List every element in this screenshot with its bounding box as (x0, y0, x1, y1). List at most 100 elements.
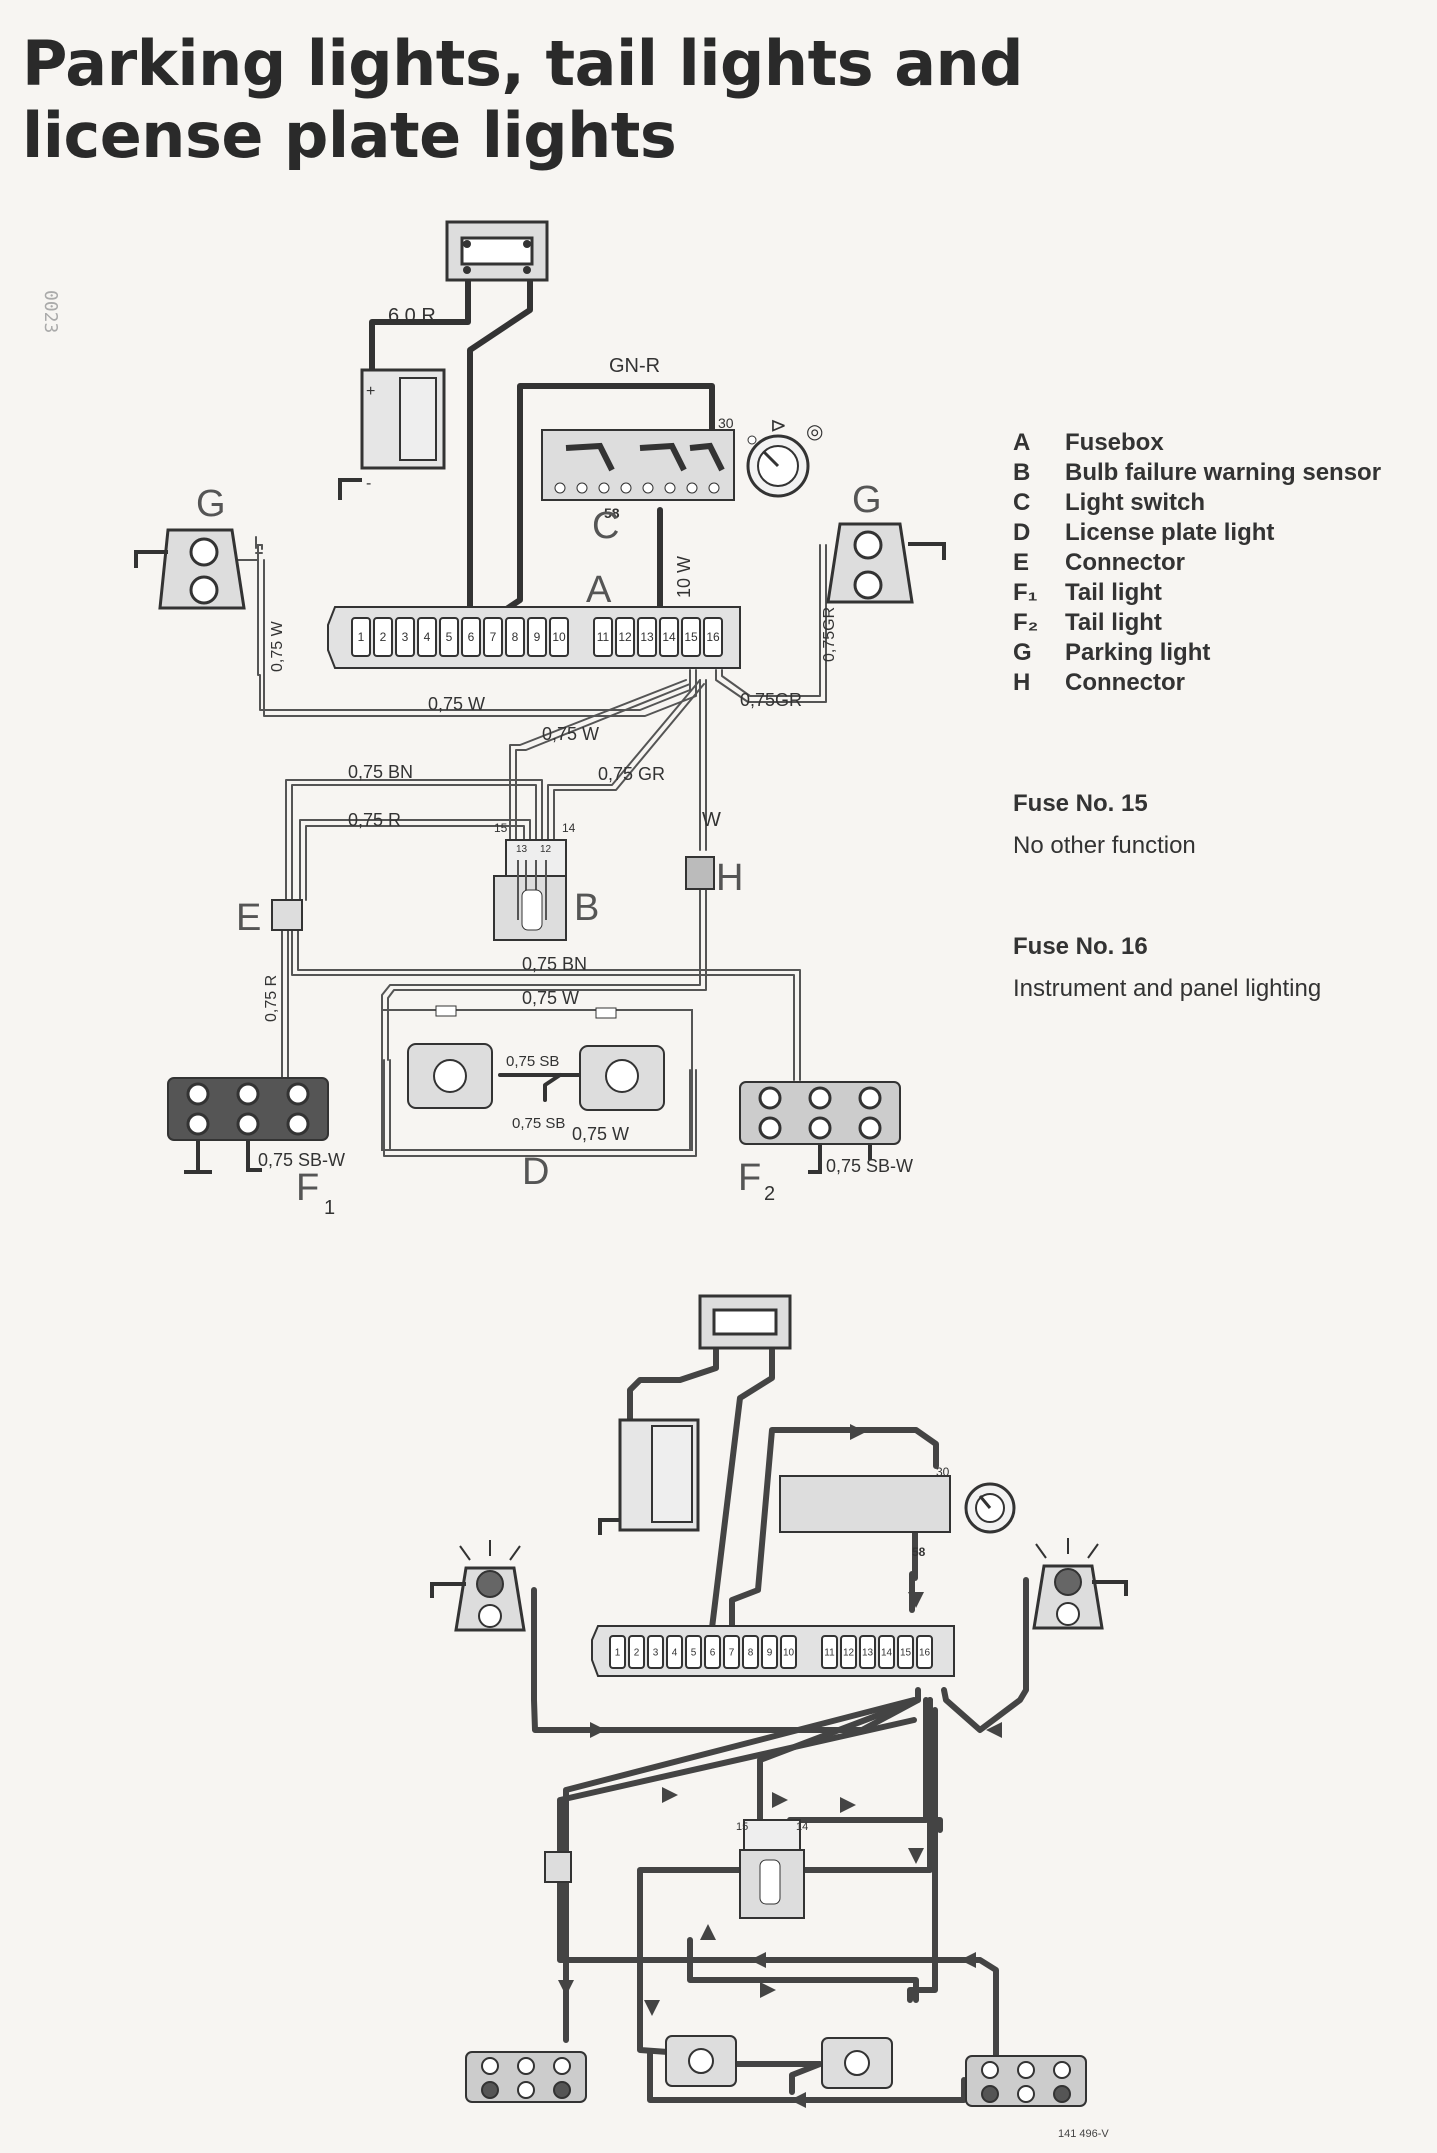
fuse-number: 2 (380, 630, 387, 644)
wire-label: 0,75 BN (522, 954, 587, 974)
parking-light-bottom-right (1032, 1538, 1128, 1630)
pin-label: 12 (540, 844, 552, 855)
fuse-slot (647, 1635, 664, 1669)
fuse-number: 1 (615, 1647, 621, 1658)
fuse-slot (609, 1635, 626, 1669)
legend-label: Fusebox (1065, 429, 1164, 456)
fuse-slot (417, 617, 437, 657)
pin-label: 30 (718, 415, 734, 431)
component-letter: F (738, 1157, 761, 1199)
fuse-slot (703, 617, 723, 657)
relay-bottom (698, 1294, 792, 1350)
fuse-slot (704, 1635, 721, 1669)
fuse-number: 5 (446, 630, 453, 644)
battery-bottom (598, 1418, 700, 1535)
fuse-slot (681, 617, 701, 657)
fuse-slot (840, 1635, 857, 1669)
fuse-slot (461, 617, 481, 657)
fuse15-text: No other function (1013, 832, 1196, 859)
wire-label: 0,75 R (348, 810, 401, 830)
svg-text:⊳: ⊳ (770, 415, 787, 437)
legend-key: E (1013, 549, 1030, 576)
wire-label: 0,75 SB (512, 1115, 565, 1132)
parking-light-bottom-left (430, 1540, 526, 1632)
legend-key: F₁ (1013, 579, 1038, 606)
pin-label: 15 (736, 1821, 748, 1833)
current-path-wires (531, 1347, 1029, 2103)
legend-label: License plate light (1065, 519, 1275, 546)
legend-label: Light switch (1065, 489, 1205, 516)
wire-label: 0,75 SB-W (826, 1156, 913, 1176)
fuse-number: 14 (881, 1647, 893, 1658)
wire-label: 0,75 W (542, 724, 599, 744)
fuse-number: 3 (653, 1647, 659, 1658)
tail-light-bottom-left (465, 2051, 587, 2103)
wire-075w-b (509, 679, 687, 851)
component-subscript: 2 (764, 1183, 775, 1205)
legend-key: F₂ (1013, 609, 1039, 636)
wire-label: 0,75 W (572, 1124, 629, 1144)
fuse-number: 15 (900, 1647, 912, 1658)
wire-075w-left (257, 559, 691, 711)
fuse-number: 8 (512, 630, 519, 644)
fuse-number: 9 (534, 630, 541, 644)
bulb-failure-sensor-b (493, 839, 567, 941)
component-letter: C (592, 505, 619, 547)
wire-label: 0,75 GR (598, 764, 665, 784)
wire-label: 6,0 R (388, 305, 436, 327)
wire-075bn (291, 784, 537, 901)
fuse-number: 10 (783, 1647, 795, 1658)
fuse16-text: Instrument and panel lighting (1013, 975, 1322, 1002)
fuse-slot (821, 1635, 838, 1669)
pin-label: 13 (516, 844, 528, 855)
svg-text:+: + (366, 383, 375, 400)
legend-key: G (1013, 639, 1032, 666)
fuse-slot (878, 1635, 895, 1669)
fuse16-heading: Fuse No. 16 (1013, 933, 1148, 960)
fuse-number: 14 (662, 630, 676, 644)
fuse-slot (659, 617, 679, 657)
wire-label: 0,75 BN (348, 762, 413, 782)
fuse-number: 13 (640, 630, 654, 644)
connector-e (271, 899, 303, 931)
fuse-slot (373, 617, 393, 657)
wire-label: 0,75 W (269, 620, 286, 672)
fuse-slot (637, 617, 657, 657)
legend-item: F₂ Tail light (1013, 608, 1381, 638)
wire-075gr-right (721, 544, 821, 697)
license-plate-light-d (381, 1005, 693, 1151)
fuse-slot (723, 1635, 740, 1669)
fuse-slot (395, 617, 415, 657)
wire-label: GN-R (609, 355, 660, 377)
fuse-slot (685, 1635, 702, 1669)
wire-075r (299, 819, 531, 901)
connector-bottom (544, 1851, 572, 1883)
wire-075gr-b (547, 679, 701, 841)
wire-label: 10 W (674, 556, 694, 598)
pin-label: 58 (912, 1545, 926, 1559)
wire-label: 0,75 W (522, 988, 579, 1008)
fuse-number: 12 (618, 630, 632, 644)
battery: + - (338, 368, 446, 500)
legend-label: Connector (1065, 549, 1185, 576)
legend-key: B (1013, 459, 1031, 486)
component-letter: D (522, 1151, 549, 1193)
wire-label: 0,75 W (428, 694, 485, 714)
fuse-slot (439, 617, 459, 657)
fuse-slot (593, 617, 613, 657)
flow-arrows (558, 1424, 1002, 2108)
component-letter: H (716, 857, 743, 899)
component-subscript: 1 (324, 1197, 335, 1219)
legend-label: Tail light (1065, 609, 1162, 636)
relay-top (445, 220, 549, 282)
fuse-number: 10 (552, 630, 566, 644)
component-letter: G (852, 479, 882, 521)
fuse-number: 11 (824, 1647, 835, 1658)
